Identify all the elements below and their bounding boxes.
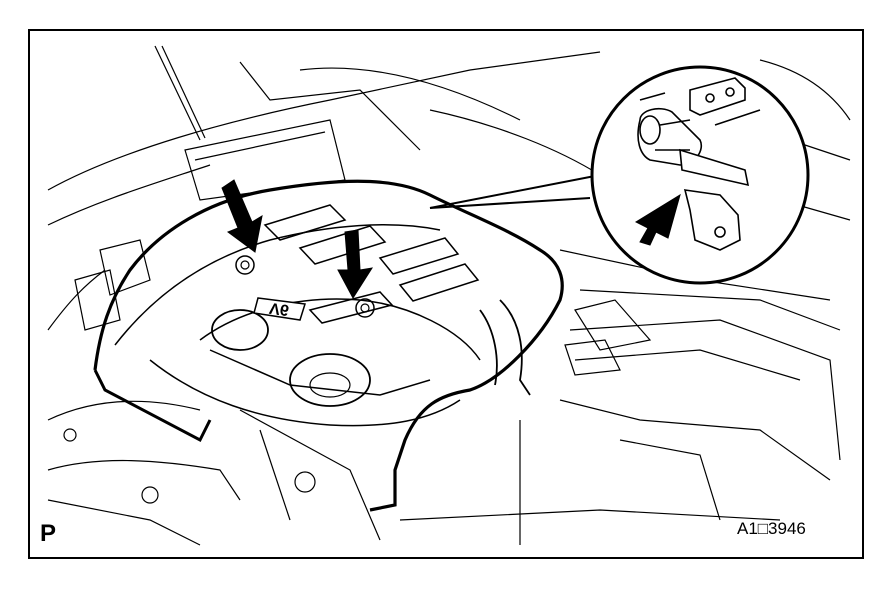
callout-leader	[429, 174, 601, 209]
engine-cover-outline	[93, 179, 564, 512]
magnifier-callout-icon	[590, 65, 810, 285]
section-letter: P	[40, 520, 57, 547]
arrow-down-icon	[221, 179, 263, 253]
engine-bay-background	[47, 45, 851, 546]
v6-badge-text: V6	[268, 299, 290, 319]
engine-cover-lower-edge	[93, 369, 212, 443]
arrow-up-icon	[634, 193, 681, 246]
arrow-down-icon	[337, 229, 374, 299]
figure-id: A1□3946	[737, 519, 806, 538]
oil-filler-cap	[289, 353, 371, 407]
cover-bolt-center	[355, 298, 375, 318]
cover-bolt-left	[235, 255, 255, 275]
diagram-border	[28, 29, 864, 559]
v6-badge: V6	[253, 297, 306, 321]
engine-cover	[93, 179, 564, 512]
